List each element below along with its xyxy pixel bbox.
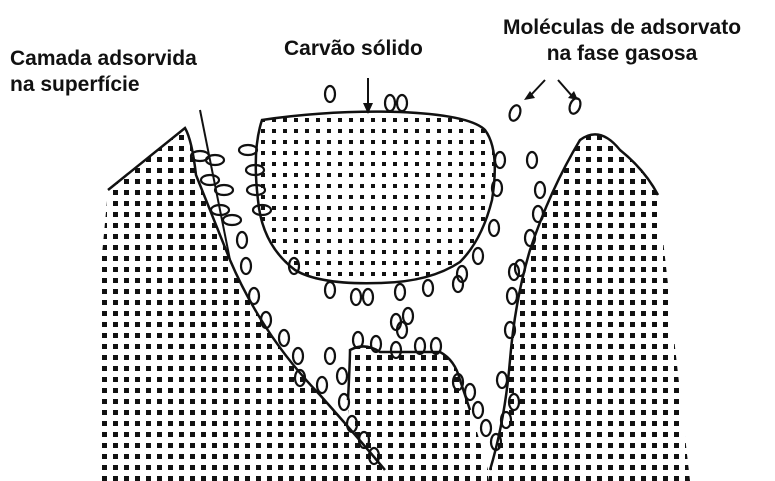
molecule <box>351 289 361 305</box>
molecule <box>495 152 505 168</box>
molecule <box>395 284 405 300</box>
molecule <box>535 182 545 198</box>
gas-molecules-label-line1: Moléculas de adsorvato <box>472 15 772 41</box>
molecule <box>317 377 327 393</box>
molecule <box>508 104 523 122</box>
molecule <box>325 86 335 102</box>
molecule <box>201 175 219 185</box>
porous-solid-right <box>488 134 690 481</box>
molecule <box>241 258 251 274</box>
molecule <box>497 372 507 388</box>
molecule <box>489 220 499 236</box>
molecule <box>325 348 335 364</box>
molecule <box>568 97 583 115</box>
molecule <box>353 332 363 348</box>
molecule <box>527 152 537 168</box>
molecule <box>223 215 241 225</box>
molecule <box>279 330 289 346</box>
adsorbed-layer-label: Camada adsorvida na superfície <box>10 46 197 98</box>
gas-molecules-label-line2: na fase gasosa <box>472 41 772 67</box>
molecule <box>481 420 491 436</box>
molecule <box>339 394 349 410</box>
adsorbed-layer-label-line2: na superfície <box>10 72 197 98</box>
molecule <box>215 185 233 195</box>
molecule <box>397 95 407 111</box>
adsorbed-layer-label-line1: Camada adsorvida <box>10 46 197 72</box>
molecule <box>507 288 517 304</box>
molecule <box>423 280 433 296</box>
solid-carbon-label: Carvão sólido <box>284 36 423 62</box>
molecule <box>237 232 247 248</box>
molecule <box>293 348 303 364</box>
molecule <box>473 402 483 418</box>
gas-pointer-arrows <box>524 80 578 100</box>
molecule <box>403 308 413 324</box>
solid-carbon-particle <box>256 78 495 283</box>
molecule <box>337 368 347 384</box>
molecule <box>325 282 335 298</box>
gas-molecules-label: Moléculas de adsorvato na fase gasosa <box>472 15 772 67</box>
molecule <box>249 288 259 304</box>
molecule <box>239 145 257 155</box>
solid-carbon-label-text: Carvão sólido <box>284 36 423 62</box>
molecule <box>206 155 224 165</box>
molecule <box>533 206 543 222</box>
molecule <box>363 289 373 305</box>
molecule <box>465 384 475 400</box>
molecule <box>385 95 395 111</box>
molecule <box>473 248 483 264</box>
